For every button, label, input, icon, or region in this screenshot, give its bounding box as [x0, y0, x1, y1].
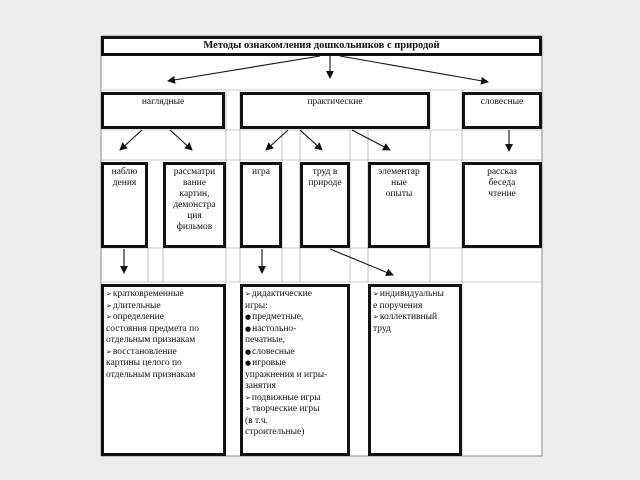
list-item: отдельным признакам: [106, 335, 199, 347]
list-item: (в т.ч.: [245, 416, 327, 428]
diagram-title: Методы ознакомления дошкольников с приро…: [203, 40, 440, 51]
list-item-text: упражнения и игры-: [245, 369, 328, 380]
list-item-text: занятия: [245, 381, 277, 391]
list-item: ➢дидактические: [245, 289, 327, 301]
method-experiments-box: элементар ные опыты: [368, 162, 430, 248]
list-item-text: игры:: [245, 300, 268, 311]
list-item-text: дидактические: [251, 289, 312, 299]
list-item-text: длительные: [112, 300, 161, 311]
list-item: е поручения: [373, 301, 444, 313]
list-item-text: творческие игры: [251, 404, 320, 414]
list-item-text: восстановление: [112, 346, 177, 357]
list-item-text: подвижные игры: [251, 392, 321, 403]
method-verbal-label: рассказ беседа чтение: [487, 167, 517, 199]
method-observation-label: наблю дения: [111, 167, 138, 188]
list-item-text: индивидуальны: [379, 289, 444, 299]
list-item: ➢творческие игры: [245, 404, 327, 416]
method-verbal-box: рассказ беседа чтение: [462, 162, 542, 248]
list-item: ●словесные: [245, 347, 327, 359]
list-item: картины целого по: [106, 358, 199, 370]
list-item: ➢подвижные игры: [245, 393, 327, 405]
arrow-bullet-icon: ➢: [106, 290, 112, 298]
method-experiments-label: элементар ные опыты: [378, 167, 420, 199]
method-game-label: игра: [252, 167, 270, 177]
method-game-box: игра: [240, 162, 282, 248]
list-item: ➢длительные: [106, 301, 199, 313]
list-item-text: игровые: [252, 358, 286, 368]
list-item: ➢коллективный: [373, 312, 444, 324]
arrow-bullet-icon: ➢: [106, 347, 112, 356]
dot-bullet-icon: ●: [245, 359, 252, 367]
list-item: состояния предмета по: [106, 324, 199, 336]
method-viewing-label: рассматри вание картин, демонстра ция фи…: [173, 167, 216, 232]
group-practical-label: практические: [307, 97, 363, 107]
list-item-text: (в т.ч.: [245, 415, 268, 426]
arrow-bullet-icon: ➢: [245, 393, 251, 402]
diagram-title-box: Методы ознакомления дошкольников с приро…: [101, 36, 542, 56]
list-item: ➢индивидуальны: [373, 289, 444, 301]
list-item-text: коллективный: [379, 312, 438, 322]
method-labor-label: труд в природе: [308, 167, 342, 188]
arrow-bullet-icon: ➢: [373, 290, 379, 298]
dot-bullet-icon: ●: [245, 313, 252, 321]
dot-bullet-icon: ●: [245, 324, 252, 333]
list-item-text: е поручения: [373, 300, 423, 311]
list-item: печатные,: [245, 335, 327, 347]
list-item: отдельным признакам: [106, 370, 199, 382]
list-item: ➢восстановление: [106, 347, 199, 359]
list-item-text: печатные,: [245, 335, 286, 345]
arrow-bullet-icon: ➢: [373, 313, 379, 321]
list-item: ➢определение: [106, 312, 199, 324]
arrow-bullet-icon: ➢: [106, 313, 112, 321]
list-item: ●игровые: [245, 358, 327, 370]
list-item-text: настольно-: [252, 323, 297, 334]
list-item: труд: [373, 324, 444, 336]
method-viewing-box: рассматри вание картин, демонстра ция фи…: [163, 162, 226, 248]
list-item-text: кратковременные: [112, 289, 184, 299]
group-practical-box: практические: [240, 92, 430, 129]
list-item-text: отдельным признакам: [106, 369, 196, 380]
list-item: ●предметные,: [245, 312, 327, 324]
list-item-text: отдельным признакам: [106, 335, 196, 345]
arrow-bullet-icon: ➢: [245, 290, 251, 298]
list-item-text: определение: [112, 312, 164, 322]
list-item: ➢кратковременные: [106, 289, 199, 301]
group-verbal-box: словесные: [462, 92, 542, 129]
arrow-bullet-icon: ➢: [245, 405, 251, 413]
list-item-text: строительные): [245, 427, 305, 437]
list-item-text: картины целого по: [106, 358, 182, 368]
method-labor-box: труд в природе: [300, 162, 350, 248]
list-item-text: состояния предмета по: [106, 323, 199, 334]
group-verbal-label: словесные: [480, 97, 524, 107]
list-item-text: предметные,: [252, 312, 304, 322]
dot-bullet-icon: ●: [245, 347, 252, 356]
list-item-text: словесные: [252, 346, 295, 357]
arrow-bullet-icon: ➢: [106, 301, 112, 310]
list-item: ●настольно-: [245, 324, 327, 336]
method-observation-box: наблю дения: [101, 162, 148, 248]
group-visual-box: наглядные: [101, 92, 225, 129]
list-item-text: труд: [373, 323, 391, 334]
list-item: строительные): [245, 427, 327, 439]
list-item: занятия: [245, 381, 327, 393]
group-visual-label: наглядные: [141, 97, 185, 107]
list-item: упражнения и игры-: [245, 370, 327, 382]
list-item: игры:: [245, 301, 327, 313]
